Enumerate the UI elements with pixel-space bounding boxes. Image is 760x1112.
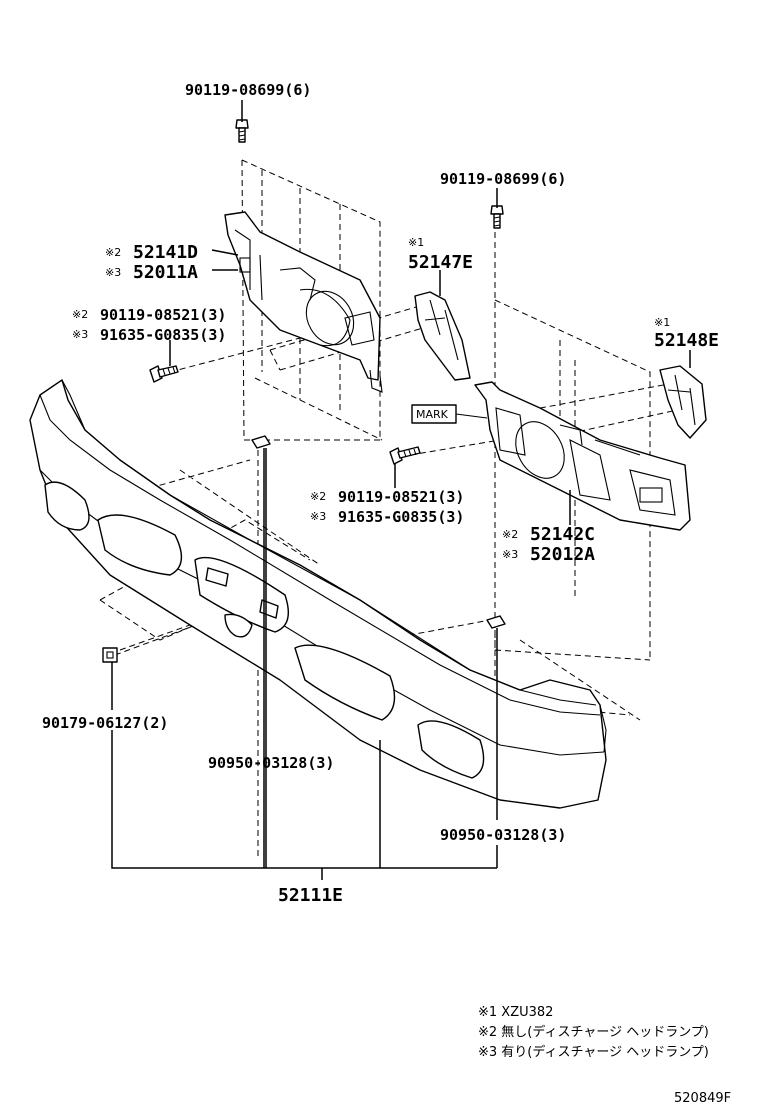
callout-support-right: 52148E bbox=[654, 330, 719, 351]
clip-right-icon bbox=[486, 615, 506, 629]
callout-clip-center: 90950-03128(3) bbox=[208, 754, 334, 772]
callout-support-left: 52147E bbox=[408, 252, 473, 273]
right-headlamp-bracket bbox=[474, 381, 691, 531]
note-prefix: ※2 bbox=[310, 490, 326, 503]
bolt-left-icon bbox=[149, 365, 179, 383]
left-support-bracket bbox=[414, 291, 471, 381]
footnote-3: ※3 有り(ディスチャージ ヘッドランプ) bbox=[478, 1044, 709, 1060]
bolt-top-right-icon bbox=[490, 205, 504, 229]
note-prefix: ※3 bbox=[502, 548, 518, 561]
callout-bracket-right-2: 52142C bbox=[530, 524, 595, 545]
mark-tag: MARK bbox=[411, 404, 488, 424]
figure-code: 520849F bbox=[674, 1091, 731, 1106]
callout-bolt-right-2: 90119-08521(3) bbox=[338, 488, 464, 506]
callout-bracket-left-2: 52141D bbox=[133, 242, 198, 263]
bolt-top-left-icon bbox=[235, 119, 249, 143]
note-prefix: ※3 bbox=[72, 328, 88, 341]
note-prefix: ※1 bbox=[408, 236, 424, 249]
left-headlamp-bracket bbox=[224, 211, 383, 393]
note-prefix: ※3 bbox=[310, 510, 326, 523]
footnotes: ※1 XZU382 ※2 無し(ディスチャージ ヘッドランプ) ※3 有り(ディ… bbox=[478, 1005, 709, 1060]
front-bumper bbox=[29, 379, 607, 809]
callout-bolt-right-3: 91635-G0835(3) bbox=[338, 508, 464, 526]
note-prefix: ※2 bbox=[502, 528, 518, 541]
callout-bolt-top-right: 90119-08699(6) bbox=[440, 170, 566, 188]
callout-nut-left: 90179-06127(2) bbox=[42, 714, 168, 732]
footnote-1: ※1 XZU382 bbox=[478, 1005, 553, 1020]
callout-bracket-left-3: 52011A bbox=[133, 262, 198, 283]
callout-bolt-left-2: 90119-08521(3) bbox=[100, 306, 226, 324]
callout-labels: 90119-08699(6) 90119-08699(6) ※2 52141D … bbox=[42, 81, 719, 906]
callout-bolt-left-3: 91635-G0835(3) bbox=[100, 326, 226, 344]
right-support-bracket bbox=[659, 365, 707, 439]
note-prefix: ※3 bbox=[105, 266, 121, 279]
leader-lines bbox=[111, 100, 691, 880]
callout-bracket-right-3: 52012A bbox=[530, 544, 595, 565]
bolt-right-icon bbox=[389, 446, 421, 465]
note-prefix: ※1 bbox=[654, 316, 670, 329]
callout-clip-right: 90950-03128(3) bbox=[440, 826, 566, 844]
mark-label: MARK bbox=[416, 408, 449, 421]
footnote-2: ※2 無し(ディスチャージ ヘッドランプ) bbox=[478, 1024, 709, 1040]
clip-center-icon bbox=[251, 435, 271, 449]
callout-bumper: 52111E bbox=[278, 885, 343, 906]
note-prefix: ※2 bbox=[72, 308, 88, 321]
callout-bolt-top-left: 90119-08699(6) bbox=[185, 81, 311, 99]
note-prefix: ※2 bbox=[105, 246, 121, 259]
nut-left-icon bbox=[102, 647, 118, 663]
